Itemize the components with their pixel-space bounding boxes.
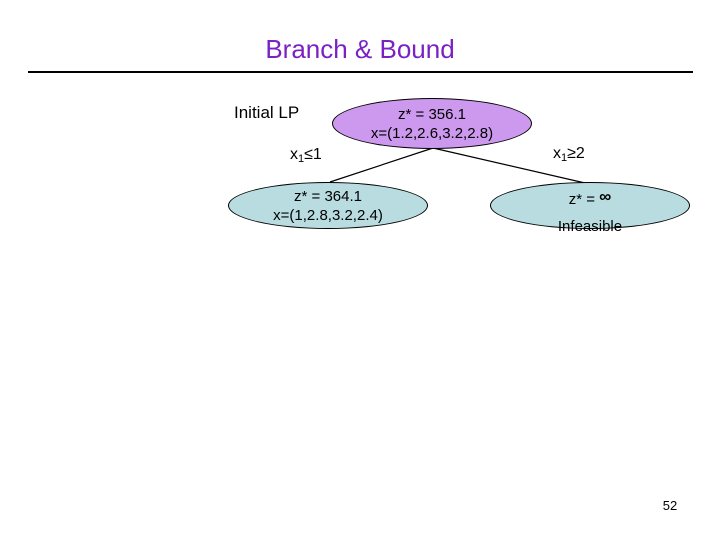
- node-left-objective: z* = 364.1: [294, 187, 362, 205]
- node-left-solution: x=(1,2.8,3.2,2.4): [273, 206, 383, 224]
- edge-label-right: x1≥2: [553, 144, 585, 168]
- infinity-symbol: ∞: [599, 187, 612, 206]
- node-right-status: Infeasible: [557, 218, 623, 235]
- node-right-objective: z* = ∞: [569, 187, 612, 209]
- tree-node-root[interactable]: z* = 356.1 x=(1.2,2.6,3.2,2.8): [332, 98, 532, 149]
- edge-root-to-left: [329, 147, 434, 183]
- page-number: 52: [662, 498, 678, 513]
- label-initial-lp: Initial LP: [234, 103, 300, 122]
- node-right-objective-prefix: z* =: [568, 191, 600, 208]
- edge-label-right-var: x: [553, 145, 561, 162]
- node-root-solution: x=(1.2,2.6,3.2,2.8): [370, 124, 494, 142]
- title-divider: [28, 71, 693, 73]
- node-root-objective: z* = 356.1: [398, 105, 466, 123]
- tree-node-left[interactable]: z* = 364.1 x=(1,2.8,3.2,2.4): [228, 182, 428, 229]
- edge-label-left: x1≤1: [290, 145, 322, 169]
- page-title: Branch & Bound: [265, 34, 455, 64]
- tree-node-right[interactable]: z* = ∞ Infeasible: [490, 182, 690, 235]
- edge-label-left-relation: ≤1: [304, 146, 322, 163]
- edge-label-left-var: x: [290, 146, 298, 163]
- edge-label-right-relation: ≥2: [567, 145, 585, 162]
- edge-label-right-subscript: 1: [561, 152, 568, 164]
- edge-root-to-right: [432, 147, 586, 184]
- edge-label-left-subscript: 1: [298, 153, 305, 165]
